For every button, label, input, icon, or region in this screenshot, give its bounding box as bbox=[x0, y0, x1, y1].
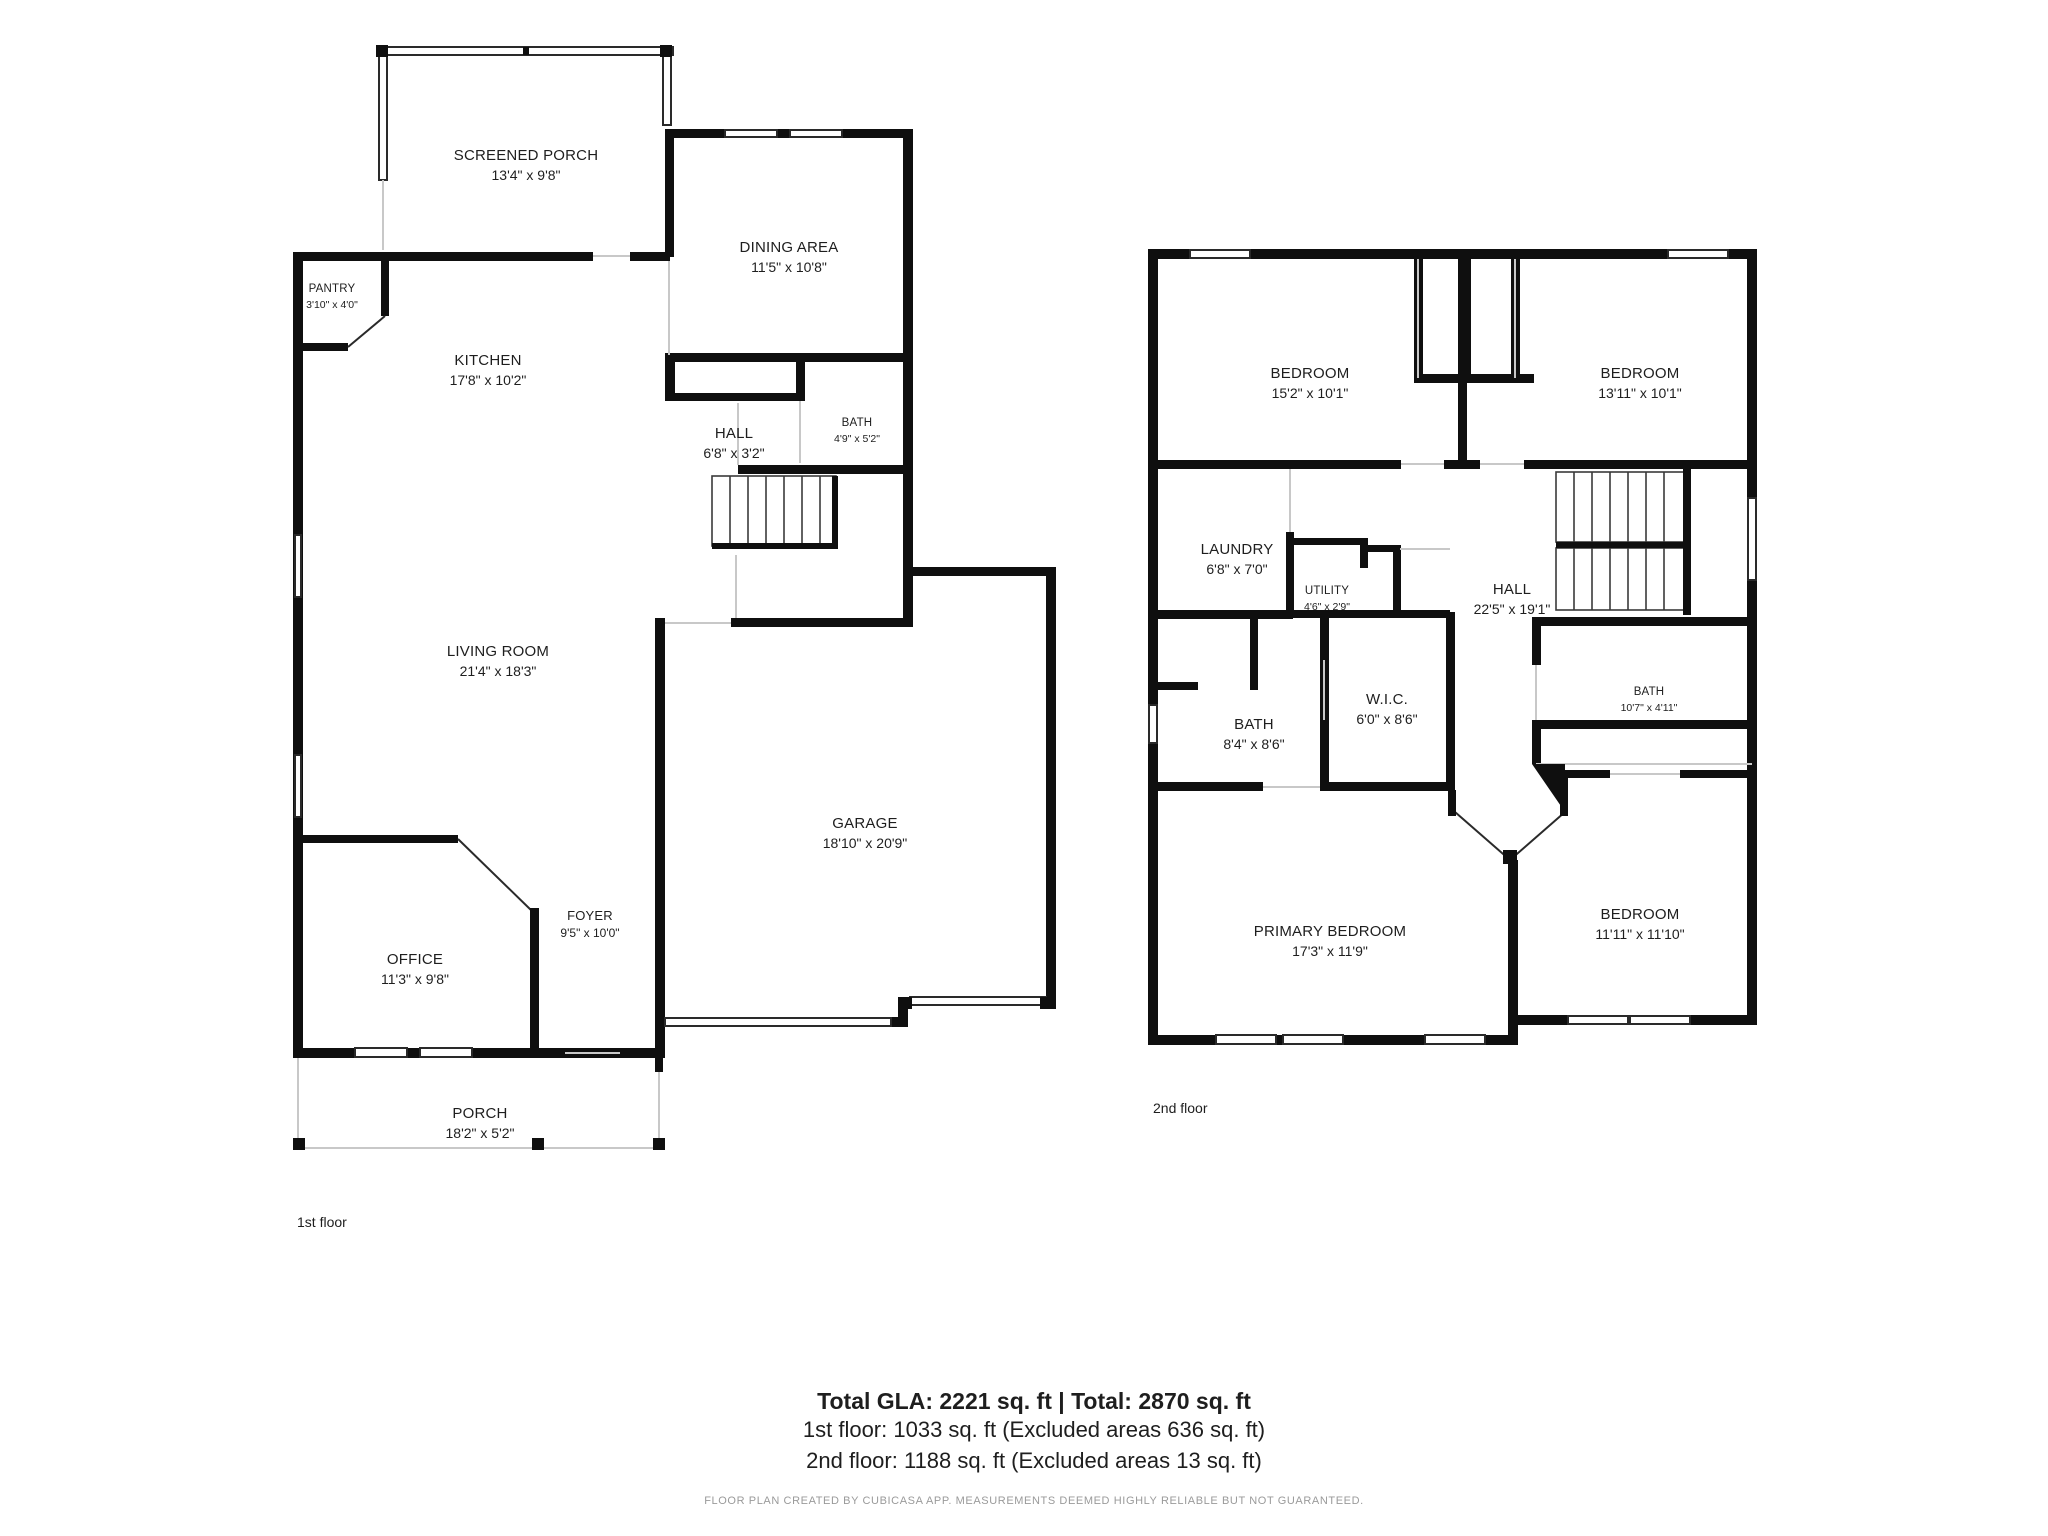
room-dimensions: 11'3" x 9'8" bbox=[381, 971, 449, 988]
room-label-bedroom-nw: BEDROOM 15'2" x 10'1" bbox=[1271, 364, 1350, 403]
room-name: UTILITY bbox=[1304, 585, 1350, 597]
room-dimensions: 9'5" x 10'0" bbox=[560, 925, 620, 940]
dining-area-walls bbox=[665, 129, 913, 362]
room-label-laundry: LAUNDRY 6'8" x 7'0" bbox=[1201, 540, 1274, 579]
first-floor-area-line: 1st floor: 1033 sq. ft (Excluded areas 6… bbox=[802, 1417, 1266, 1442]
room-name: LIVING ROOM bbox=[446, 643, 550, 660]
room-name: BEDROOM bbox=[1270, 365, 1350, 382]
room-label-bedroom-ne: BEDROOM 13'11" x 10'1" bbox=[1598, 364, 1682, 403]
room-label-kitchen: KITCHEN 17'8" x 10'2" bbox=[450, 351, 527, 390]
room-name: PRIMARY BEDROOM bbox=[1253, 923, 1407, 940]
bedroom-row-divider bbox=[1153, 460, 1752, 469]
office-walls bbox=[298, 835, 539, 1050]
room-dimensions: 10'7" x 4'11" bbox=[1620, 701, 1678, 714]
room-dimensions: 21'4" x 18'3" bbox=[459, 663, 537, 680]
room-name: HALL bbox=[714, 425, 754, 442]
room-dimensions: 8'4" x 8'6" bbox=[1223, 736, 1285, 753]
room-dimensions: 6'8" x 7'0" bbox=[1206, 561, 1268, 578]
room-name: W.I.C. bbox=[1365, 691, 1409, 708]
room-name: HALL bbox=[1492, 581, 1532, 598]
room-label-bath-west: BATH 8'4" x 8'6" bbox=[1223, 715, 1284, 754]
room-name: GARAGE bbox=[832, 815, 898, 832]
floor-label-2nd: 2nd floor bbox=[1153, 1100, 1208, 1116]
room-name: DINING AREA bbox=[739, 239, 839, 256]
first-floor-stairs bbox=[711, 475, 838, 549]
total-area-line: Total GLA: 2221 sq. ft | Total: 2870 sq.… bbox=[817, 1388, 1251, 1414]
screened-porch-walls bbox=[376, 45, 674, 250]
first-floor-outer-walls bbox=[293, 252, 670, 1058]
room-label-wic: W.I.C. 6'0" x 8'6" bbox=[1356, 690, 1417, 729]
second-floor-plan bbox=[1148, 249, 1757, 1045]
room-dimensions: 18'2" x 5'2" bbox=[445, 1125, 515, 1142]
room-dimensions: 17'8" x 10'2" bbox=[449, 372, 527, 389]
disclaimer-credit: FLOOR PLAN CREATED BY CUBICASA APP. MEAS… bbox=[704, 1495, 1364, 1507]
room-name: BATH bbox=[841, 417, 873, 429]
room-label-office: OFFICE 11'3" x 9'8" bbox=[381, 950, 449, 989]
garage-walls bbox=[664, 567, 1056, 1027]
room-dimensions: 13'11" x 10'1" bbox=[1598, 385, 1682, 402]
room-label-bedroom-se: BEDROOM 11'11" x 11'10" bbox=[1595, 905, 1684, 944]
east-bath-walls bbox=[1532, 617, 1752, 816]
room-dimensions: 6'0" x 8'6" bbox=[1356, 711, 1418, 728]
room-dimensions: 18'10" x 20'9" bbox=[822, 835, 908, 852]
laundry-utility-walls bbox=[1153, 469, 1450, 619]
room-dimensions: 13'4" x 9'8" bbox=[491, 167, 561, 184]
room-name: FOYER bbox=[567, 908, 613, 923]
primary-bedroom-entry bbox=[1448, 790, 1566, 864]
room-dimensions: 11'5" x 10'8" bbox=[751, 259, 827, 276]
room-name: PORCH bbox=[452, 1105, 508, 1122]
west-bath-wic-walls bbox=[1153, 612, 1455, 791]
room-name: BATH bbox=[1633, 686, 1665, 698]
room-dimensions: 11'11" x 11'10" bbox=[1595, 926, 1685, 943]
second-floor-outer-walls bbox=[1148, 249, 1757, 1045]
room-label-pantry: PANTRY 3'10" x 4'0" bbox=[306, 282, 358, 312]
room-label-primary-bedroom: PRIMARY BEDROOM 17'3" x 11'9" bbox=[1254, 922, 1406, 961]
room-name: LAUNDRY bbox=[1200, 541, 1274, 558]
room-dimensions: 17'3" x 11'9" bbox=[1292, 943, 1368, 960]
room-name: PANTRY bbox=[308, 283, 356, 295]
pantry-walls bbox=[298, 256, 389, 351]
room-label-screened-porch: SCREENED PORCH 13'4" x 9'8" bbox=[454, 146, 599, 185]
room-dimensions: 15'2" x 10'1" bbox=[1271, 385, 1349, 402]
first-floor-plan bbox=[293, 45, 1056, 1150]
room-dimensions: 3'10" x 4'0" bbox=[306, 298, 358, 311]
room-name: KITCHEN bbox=[454, 352, 522, 369]
room-dimensions: 4'6" x 2'9" bbox=[1304, 600, 1350, 613]
room-name: BEDROOM bbox=[1600, 906, 1680, 923]
room-label-bath-1st: BATH 4'9" x 5'2" bbox=[834, 416, 880, 446]
second-floor-stairs bbox=[1555, 465, 1691, 615]
room-label-dining-area: DINING AREA 11'5" x 10'8" bbox=[740, 238, 839, 277]
room-label-porch: PORCH 18'2" x 5'2" bbox=[446, 1104, 515, 1143]
room-label-bath-east: BATH 10'7" x 4'11" bbox=[1621, 685, 1678, 715]
room-name: BEDROOM bbox=[1600, 365, 1680, 382]
room-dimensions: 4'9" x 5'2" bbox=[834, 432, 880, 445]
room-label-hall-2nd: HALL 22'5" x 19'1" bbox=[1474, 580, 1551, 619]
floor-label-1st: 1st floor bbox=[297, 1214, 347, 1230]
room-name: OFFICE bbox=[386, 951, 444, 968]
room-label-utility: UTILITY 4'6" x 2'9" bbox=[1304, 584, 1350, 614]
area-summary: Total GLA: 2221 sq. ft | Total: 2870 sq.… bbox=[803, 1388, 1265, 1477]
room-name: BATH bbox=[1234, 716, 1274, 733]
front-porch bbox=[293, 1058, 665, 1150]
top-bedrooms-closets bbox=[1414, 254, 1534, 464]
room-label-living-room: LIVING ROOM 21'4" x 18'3" bbox=[447, 642, 549, 681]
second-floor-area-line: 2nd floor: 1188 sq. ft (Excluded areas 1… bbox=[806, 1447, 1262, 1473]
room-label-hall-1st: HALL 6'8" x 3'2" bbox=[703, 424, 764, 463]
room-label-foyer: FOYER 9'5" x 10'0" bbox=[560, 907, 619, 941]
first-floor-hall-bath-walls bbox=[665, 357, 913, 627]
room-label-garage: GARAGE 18'10" x 20'9" bbox=[823, 814, 908, 853]
room-dimensions: 6'8" x 3'2" bbox=[703, 445, 765, 462]
room-name: SCREENED PORCH bbox=[453, 147, 599, 164]
room-dimensions: 22'5" x 19'1" bbox=[1473, 601, 1551, 618]
